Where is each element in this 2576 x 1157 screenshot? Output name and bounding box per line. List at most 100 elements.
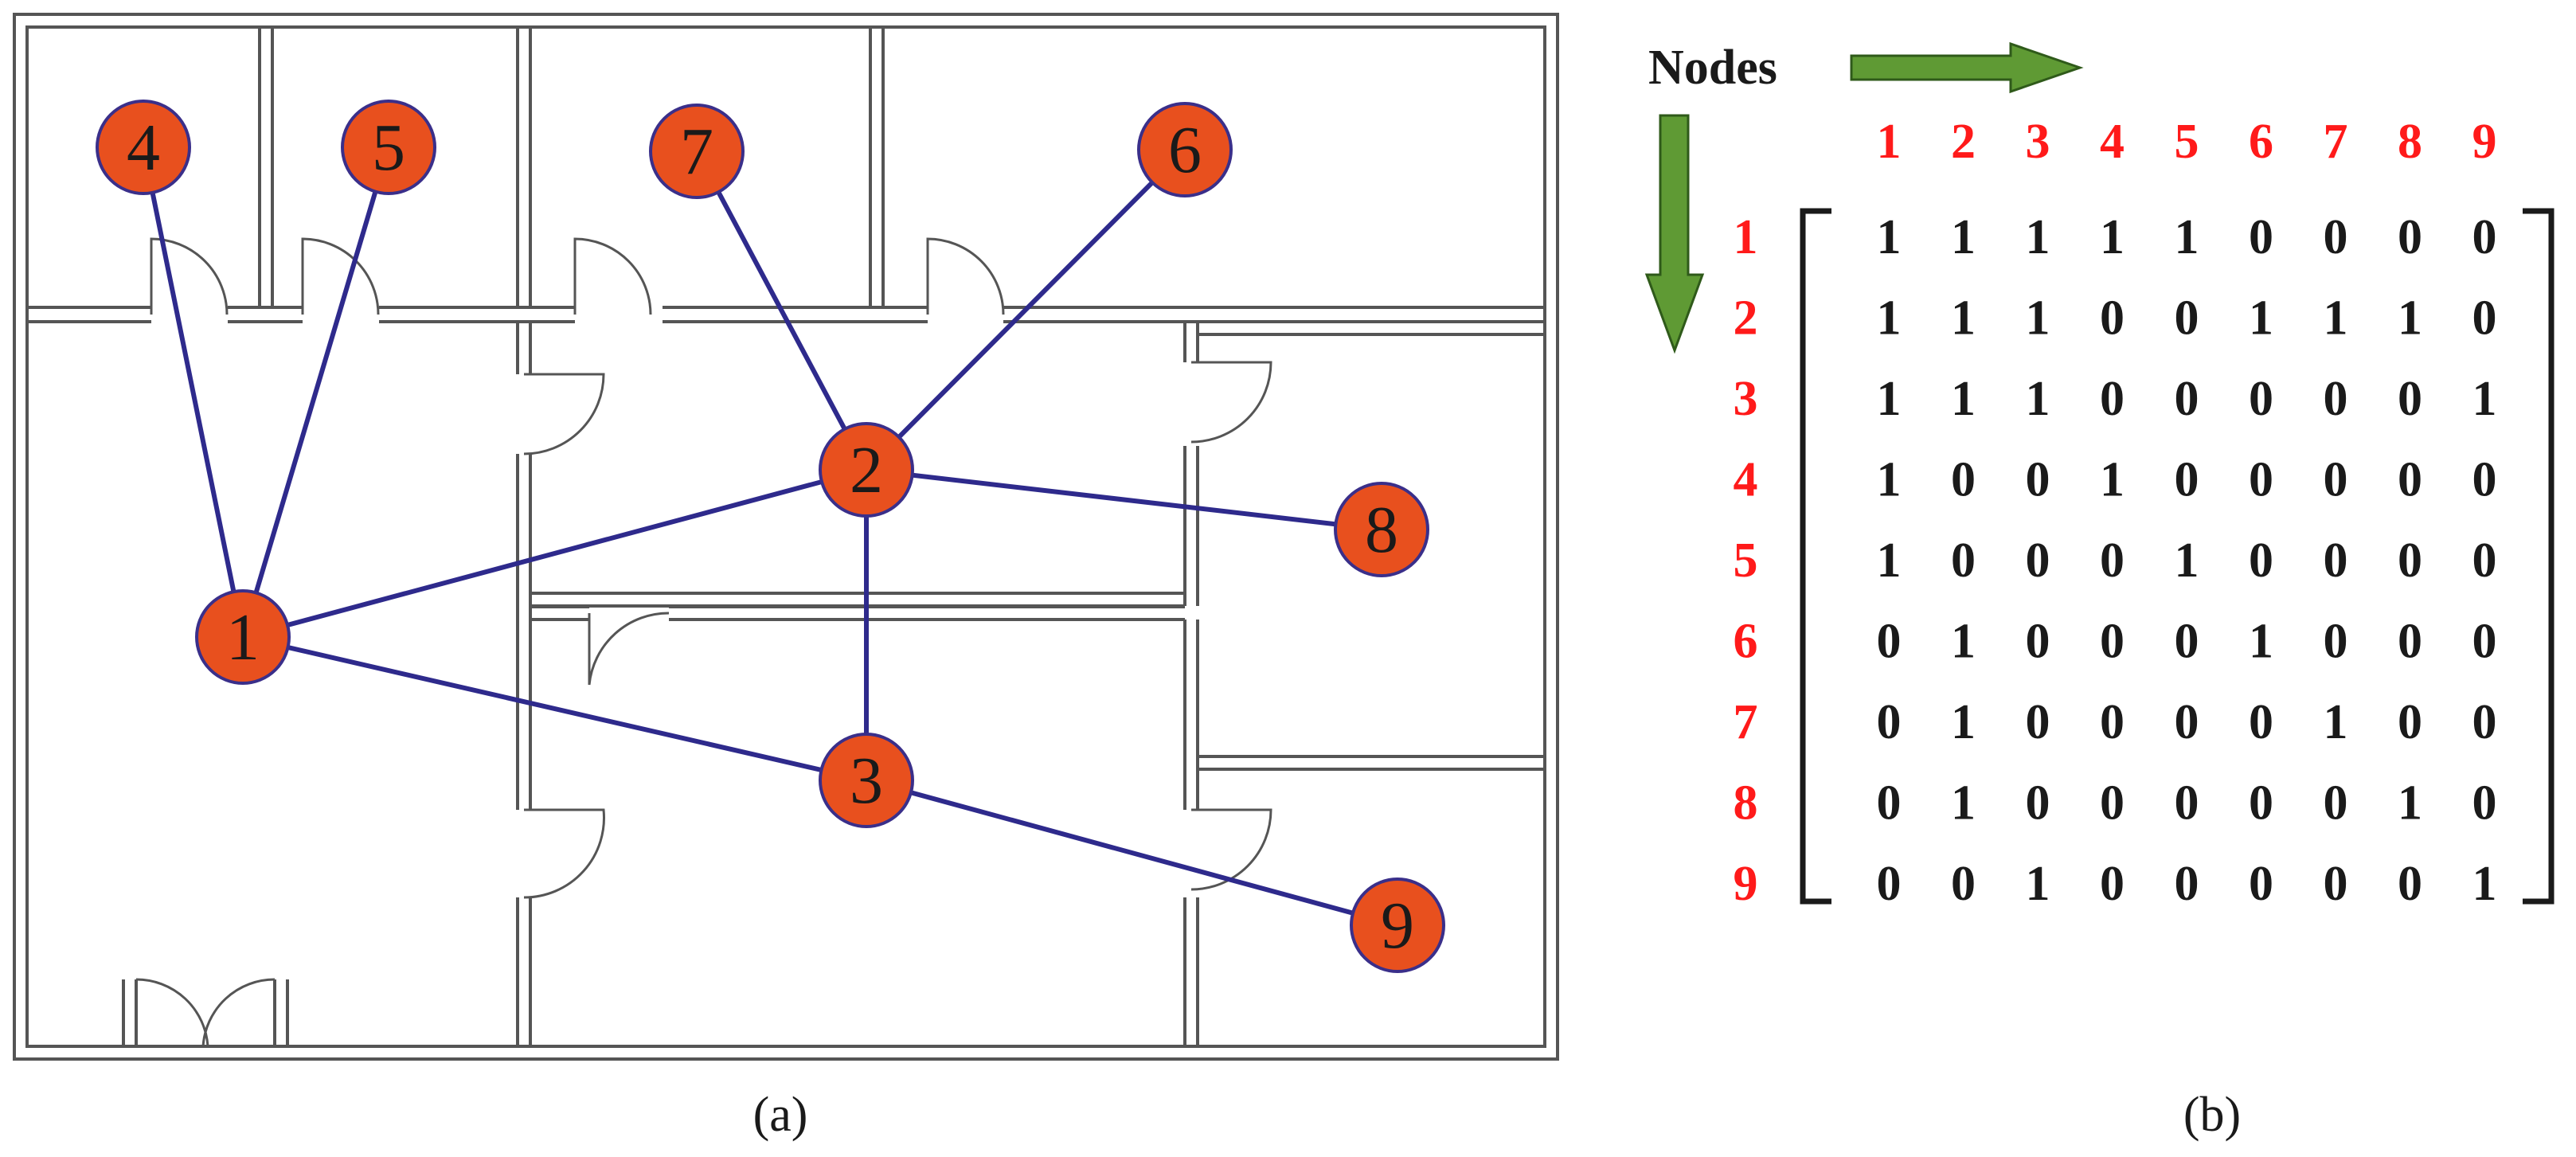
node-label: 8 [1365, 493, 1398, 567]
edge-1-5 [240, 147, 391, 638]
matrix-cell: 1 [2026, 291, 2050, 346]
matrix-cell: 0 [2026, 695, 2050, 749]
floor-plan-walls [13, 13, 1559, 1061]
edge-1-3 [242, 635, 867, 783]
column-header: 8 [2398, 115, 2422, 169]
node-circle [1350, 878, 1445, 973]
matrix-cell: 0 [2249, 453, 2273, 507]
node-circle [341, 100, 436, 195]
column-header: 6 [2249, 115, 2273, 169]
node-label: 7 [680, 115, 713, 189]
node-8: 8 [1334, 482, 1429, 577]
matrix-cell: 1 [2026, 372, 2050, 426]
down-arrow-icon [1644, 114, 1705, 354]
node-circle [649, 104, 745, 199]
matrix-cell: 0 [1877, 615, 1902, 669]
matrix-brackets [1800, 208, 2555, 905]
matrix-cell: 0 [2324, 453, 2348, 507]
caption-a: (a) [753, 1088, 808, 1142]
node-1: 1 [195, 589, 291, 685]
node-6: 6 [1137, 102, 1233, 197]
matrix-cell: 1 [2324, 695, 2348, 749]
matrix-cell: 1 [1951, 291, 1976, 346]
matrix-cell: 0 [2175, 372, 2199, 426]
matrix-cell: 1 [1877, 453, 1902, 507]
matrix-cell: 1 [2175, 210, 2199, 264]
node-7: 7 [649, 104, 745, 199]
edge-1-2 [242, 467, 867, 639]
matrix-cell: 0 [1951, 857, 1976, 911]
matrix-cell: 1 [2472, 857, 2497, 911]
edge-2-6 [864, 147, 1187, 472]
matrix-cell: 0 [2472, 695, 2497, 749]
left-bracket [1800, 208, 1831, 905]
matrix-cell: 0 [2398, 857, 2422, 911]
caption-b: (b) [2183, 1088, 2241, 1142]
node-label: 6 [1168, 113, 1202, 187]
matrix-cell: 0 [1877, 695, 1902, 749]
matrix-cell: 0 [2026, 776, 2050, 831]
node-circle [1334, 482, 1429, 577]
matrix-cell: 0 [2249, 372, 2273, 426]
matrix-cell: 0 [1951, 534, 1976, 588]
row-header: 3 [1734, 372, 1758, 426]
matrix-cell: 0 [2398, 534, 2422, 588]
matrix-cell: 1 [2398, 776, 2422, 831]
matrix-cell: 0 [2472, 210, 2497, 264]
matrix-cell: 0 [1951, 453, 1976, 507]
matrix-cell: 0 [2324, 776, 2348, 831]
matrix-cell: 1 [2398, 291, 2422, 346]
row-header: 2 [1734, 291, 1758, 346]
matrix-cell: 0 [2398, 615, 2422, 669]
node-5: 5 [341, 100, 436, 195]
edge-3-9 [866, 778, 1398, 928]
matrix-cell: 0 [2175, 453, 2199, 507]
node-label: 9 [1381, 889, 1414, 963]
matrix-cell: 0 [2175, 291, 2199, 346]
matrix-cell: 0 [2398, 372, 2422, 426]
node-3: 3 [819, 733, 914, 828]
row-header: 6 [1734, 615, 1758, 669]
matrix-cell: 0 [2472, 615, 2497, 669]
node-circle [819, 422, 914, 518]
column-header: 7 [2324, 115, 2348, 169]
node-2: 2 [819, 422, 914, 518]
matrix-cell: 1 [1951, 372, 1976, 426]
graph-edges [141, 147, 1398, 928]
matrix-cell: 0 [2026, 534, 2050, 588]
node-circle [819, 733, 914, 828]
door-swings [135, 237, 1272, 1047]
edge-1-4 [141, 147, 245, 638]
matrix-cell: 0 [2398, 453, 2422, 507]
row-header: 9 [1734, 857, 1758, 911]
matrix-cell: 1 [2100, 453, 2125, 507]
column-header: 9 [2472, 115, 2497, 169]
matrix-cell: 0 [2398, 210, 2422, 264]
node-label: 5 [372, 111, 405, 185]
node-circle [96, 100, 191, 195]
row-header: 4 [1734, 453, 1758, 507]
row-header: 8 [1734, 776, 1758, 831]
matrix-cell: 0 [2100, 534, 2125, 588]
node-label: 4 [127, 111, 160, 185]
matrix-cell: 1 [2100, 210, 2125, 264]
matrix-cell: 1 [2026, 210, 2050, 264]
node-label: 1 [226, 600, 260, 674]
matrix-cell: 0 [2175, 615, 2199, 669]
row-header: 1 [1734, 210, 1758, 264]
node-label: 3 [850, 744, 883, 818]
node-circle [1137, 102, 1233, 197]
matrix-cell: 0 [2324, 210, 2348, 264]
matrix-cell: 0 [2100, 291, 2125, 346]
right-bracket [2523, 208, 2555, 905]
matrix-cell: 1 [1951, 695, 1976, 749]
matrix-cell: 1 [2324, 291, 2348, 346]
matrix-cell: 0 [2100, 776, 2125, 831]
matrix-cell: 0 [2472, 534, 2497, 588]
column-header: 1 [1877, 115, 1902, 169]
matrix-cell: 0 [1877, 776, 1902, 831]
matrix-cell: 0 [2398, 695, 2422, 749]
matrix-cell: 0 [2175, 857, 2199, 911]
matrix-cell: 0 [2324, 372, 2348, 426]
